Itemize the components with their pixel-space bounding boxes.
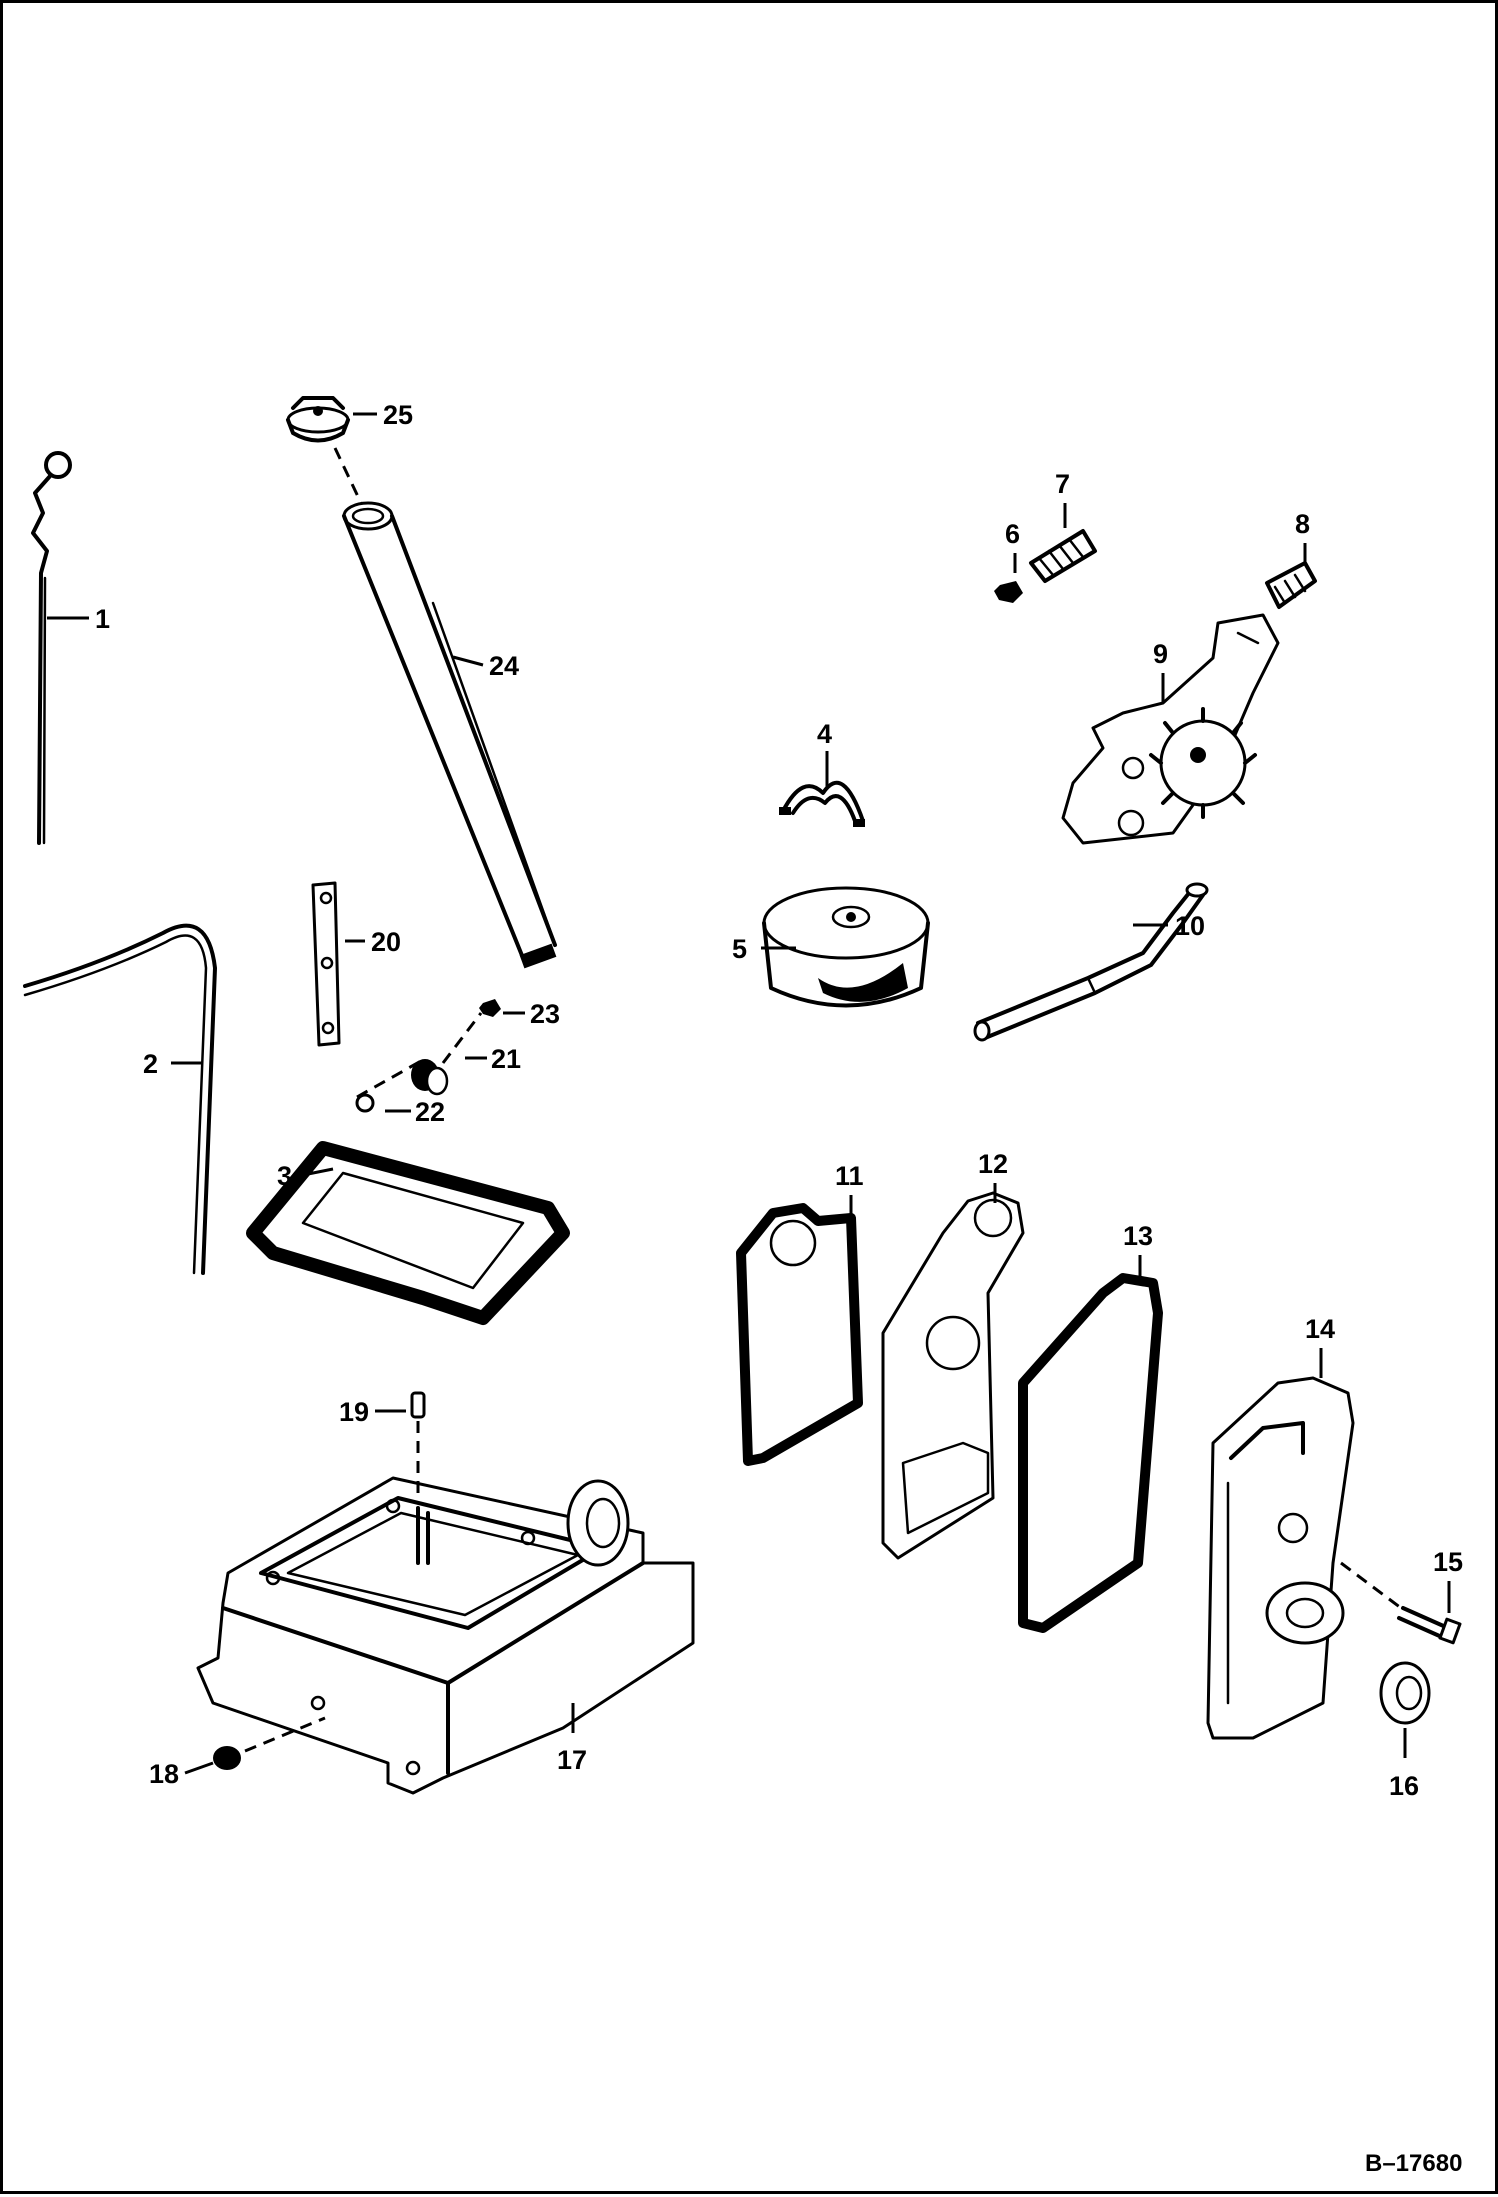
part-stud xyxy=(1029,529,1097,583)
callout-24: 24 xyxy=(489,651,519,681)
callout-8: 8 xyxy=(1295,509,1310,539)
callout-19: 19 xyxy=(339,1397,369,1427)
part-oil-pump xyxy=(1061,613,1280,845)
callout-13: 13 xyxy=(1123,1221,1153,1251)
callout-6: 6 xyxy=(1005,519,1020,549)
callout-labels: 1 2 3 4 5 6 7 8 9 10 11 12 13 14 15 16 1… xyxy=(95,400,1463,1801)
callout-16: 16 xyxy=(1389,1771,1419,1801)
part-bushing xyxy=(411,1059,449,1096)
part-oil-seal xyxy=(1379,1661,1431,1725)
callout-3: 3 xyxy=(277,1161,292,1191)
part-oil-pan-gasket xyxy=(246,1141,570,1325)
part-pin xyxy=(410,1391,426,1419)
callout-18: 18 xyxy=(149,1759,179,1789)
part-filler-cap xyxy=(286,396,350,443)
callout-2: 2 xyxy=(143,1049,158,1079)
callout-25: 25 xyxy=(383,400,413,430)
part-bent-tube xyxy=(23,923,217,1275)
callout-11: 11 xyxy=(835,1161,864,1191)
part-nut xyxy=(994,581,1023,603)
callout-7: 7 xyxy=(1055,469,1070,499)
callout-1: 1 xyxy=(95,604,110,634)
callout-21: 21 xyxy=(491,1044,521,1074)
part-filler-tube xyxy=(342,501,557,969)
part-drain-plug xyxy=(213,1746,241,1770)
callout-15: 15 xyxy=(1433,1547,1463,1577)
callout-14: 14 xyxy=(1305,1314,1335,1344)
callout-20: 20 xyxy=(371,927,401,957)
part-bolt xyxy=(1397,1606,1462,1645)
part-gasket-11 xyxy=(736,1203,863,1466)
part-screw xyxy=(355,1093,375,1113)
callout-23: 23 xyxy=(530,999,560,1029)
callout-4: 4 xyxy=(817,719,832,749)
part-oil-pan xyxy=(196,1476,695,1795)
callout-10: 10 xyxy=(1175,911,1205,941)
part-dipstick xyxy=(31,451,72,845)
callout-5: 5 xyxy=(732,934,747,964)
part-bracket xyxy=(311,881,341,1047)
callout-22: 22 xyxy=(415,1097,445,1127)
part-gear-case-cover xyxy=(1206,1376,1355,1740)
assembly-dashed-lines xyxy=(244,447,1402,1753)
part-suction-pipe xyxy=(973,882,1209,1042)
figure-reference-code: B–17680 xyxy=(1365,2150,1462,2177)
part-plug xyxy=(1265,561,1317,609)
part-small-nut xyxy=(479,999,501,1017)
callout-9: 9 xyxy=(1153,639,1168,669)
part-clamp xyxy=(779,780,865,827)
part-oil-strainer xyxy=(762,886,930,1008)
callout-leader-lines xyxy=(47,412,1451,1775)
callout-12: 12 xyxy=(978,1149,1008,1179)
callout-17: 17 xyxy=(557,1745,587,1775)
part-separator-plate xyxy=(881,1191,1025,1560)
exploded-parts-view: 1 2 3 4 5 6 7 8 9 10 11 12 13 14 15 16 1… xyxy=(23,396,1463,2177)
part-gasket-13 xyxy=(1018,1273,1163,1633)
